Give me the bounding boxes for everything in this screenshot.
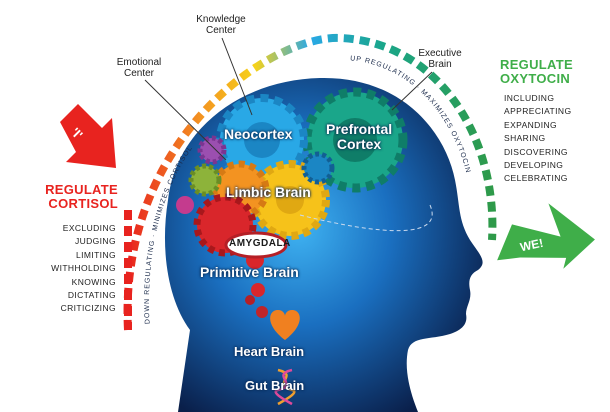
inner-dashed-curve xyxy=(299,204,433,232)
list-item: APPRECIATING xyxy=(504,106,572,117)
primitive-brain-label: Primitive Brain xyxy=(200,264,299,280)
regulate-cortisol-title: REGULATE CORTISOL xyxy=(30,183,118,211)
gut-spiral-strand xyxy=(274,368,293,406)
list-item: CELEBRATING xyxy=(504,173,568,184)
prefrontal-line1: Prefrontal xyxy=(326,121,393,137)
list-item: DEVELOPING xyxy=(504,160,564,171)
limbic-brain-label: Limbic Brain xyxy=(226,184,311,200)
list-item: EXCLUDING xyxy=(62,223,116,233)
neocortex-label: Neocortex xyxy=(224,126,293,142)
list-item: JUDGING xyxy=(74,236,116,247)
emotional-center-label: Emotional Center xyxy=(116,57,162,79)
green-up-arrow-icon xyxy=(497,203,595,269)
cortisol-behaviors-list: EXCLUDING JUDGING LIMITING WITHHOLDING KNOWI… xyxy=(10,222,116,316)
knowledge-center-label: Knowledge Center xyxy=(196,14,246,36)
regulate-cortisol-line1: REGULATE xyxy=(45,182,118,197)
executive-brain-label: Executive Brain xyxy=(418,48,462,70)
list-item: DISCOVERING xyxy=(504,146,568,157)
amygdala-shape xyxy=(224,231,288,259)
list-item: DICTATING xyxy=(67,290,116,301)
knowledge-pointer xyxy=(221,37,253,116)
red-down-arrow-icon xyxy=(60,104,116,168)
regulate-oxytocin-line2: OXYTOCIN xyxy=(500,71,571,86)
executive-pointer xyxy=(391,71,433,111)
outer-arc xyxy=(123,33,497,331)
regulate-oxytocin-title: REGULATE OXYTOCIN xyxy=(500,58,600,86)
regulate-oxytocin-line1: REGULATE xyxy=(500,57,573,72)
list-item: LIMITING xyxy=(75,249,116,260)
list-item: EXPANDING xyxy=(504,119,558,130)
list-item: INCLUDING xyxy=(504,93,555,103)
gut-brain-label: Gut Brain xyxy=(245,378,305,393)
list-item: CRITICIZING xyxy=(60,303,116,314)
emotional-pointer xyxy=(144,79,227,161)
prefrontal-cortex-label: Prefrontal Cortex xyxy=(326,122,392,152)
amygdala-label: AMYGDALA xyxy=(229,238,291,249)
heart-brain-label: Heart Brain xyxy=(234,344,305,359)
prefrontal-line2: Cortex xyxy=(336,136,382,152)
list-item: SHARING xyxy=(504,133,546,144)
oxytocin-behaviors-list: INCLUDING APPRECIATING EXPANDING SHARING DIS… xyxy=(504,92,604,186)
gear-cluster xyxy=(176,87,408,318)
list-item: WITHHOLDING xyxy=(51,263,116,274)
heart-icon xyxy=(270,310,300,340)
regulate-cortisol-line2: CORTISOL xyxy=(48,196,118,211)
list-item: KNOWING xyxy=(71,276,116,287)
